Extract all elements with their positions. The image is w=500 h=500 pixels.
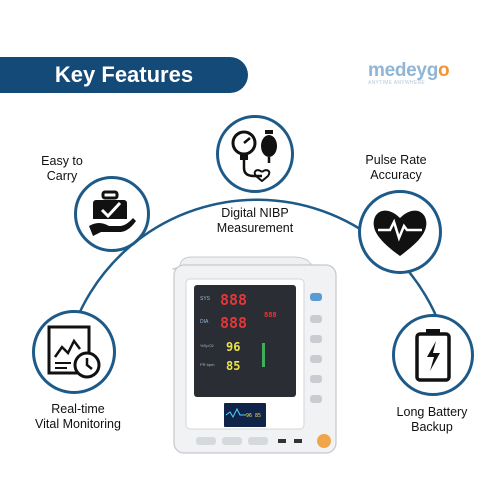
logo-wordmark: medeygo [368,60,450,81]
battery-bolt-icon [415,329,451,382]
dia-label: DIA [200,319,209,325]
blood-pressure-gauge-icon [231,130,277,182]
title-banner: Key Features [0,57,248,93]
monitoring-chart-clock-icon [47,325,101,379]
spo2-value: 96 [226,340,240,354]
feature-circle-monitoring [32,310,116,394]
feature-circle-battery [392,314,474,396]
map-value: 888 [264,311,277,319]
heart-pulse-icon [373,210,427,256]
feature-circle-easy-carry [74,176,150,252]
feature-circle-nibp [216,115,294,193]
sys-value: 888 [220,291,247,309]
patient-monitor-device: SYS DIA %SpO2 PR bpm 888 888 888 96 85 9… [172,256,337,454]
sys-label: SYS [200,296,211,302]
brand-logo: medeygo ANYTIME ANYWHERE [368,60,488,90]
pr-label: PR bpm [200,362,215,367]
screen-value: 96 85 [246,413,261,419]
page-title: Key Features [54,62,194,87]
spo2-label: %SpO2 [200,343,215,348]
pr-value: 85 [226,359,240,373]
logo-tagline: ANYTIME ANYWHERE [368,80,426,86]
dia-value: 888 [220,314,247,332]
feature-circle-pulse [358,190,442,274]
carry-case-hand-icon [89,190,136,236]
